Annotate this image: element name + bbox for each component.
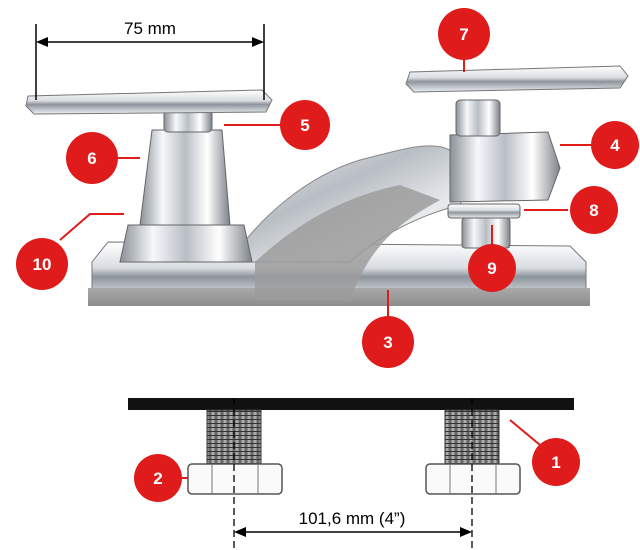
- mounting-diagram: 101,6 mm (4”): [128, 398, 574, 550]
- right-stem-cap: [455, 99, 501, 137]
- callout-8: 8: [570, 186, 618, 234]
- right-mounting-nut-shape: [425, 463, 521, 495]
- callout-10-number: 10: [33, 255, 52, 274]
- callout-7: 7: [438, 8, 490, 60]
- callout-2: 2: [134, 454, 182, 502]
- callout-9-number: 9: [487, 259, 496, 278]
- callout-3-number: 3: [383, 333, 392, 352]
- handle-width-dimension: 75 mm: [35, 19, 265, 100]
- callout-9: 9: [468, 244, 516, 292]
- left-valve-body: [139, 129, 231, 226]
- right-valve-body: [449, 131, 561, 203]
- callout-10: 10: [16, 238, 68, 290]
- callout-4-number: 4: [610, 136, 620, 155]
- pop-up-rod-shape: [447, 203, 521, 219]
- left-mounting-nut-shape: [187, 463, 283, 495]
- callout-5-number: 5: [300, 116, 309, 135]
- pop-up-knob-shape: [461, 217, 511, 249]
- spout-front-shading: [255, 185, 440, 300]
- callout-2-number: 2: [153, 469, 162, 488]
- center-spacing-label: 101,6 mm (4”): [299, 509, 406, 528]
- callout-3: 3: [362, 316, 414, 368]
- left-lever-handle: [25, 89, 273, 115]
- callout-badges: 1 2 3 4 5 6 7 8: [16, 8, 639, 502]
- right-lever-handle: [405, 65, 629, 93]
- faucet-illustration: [25, 65, 629, 306]
- callout-1-number: 1: [551, 453, 560, 472]
- callout-4: 4: [591, 121, 639, 169]
- callout-6-number: 6: [87, 149, 96, 168]
- callout-5: 5: [280, 100, 330, 150]
- handle-width-label: 75 mm: [124, 19, 176, 38]
- callout-1: 1: [532, 438, 580, 486]
- left-valve-skirt: [119, 224, 253, 263]
- countertop-plate: [128, 398, 574, 410]
- callout-8-number: 8: [589, 201, 598, 220]
- callout-7-number: 7: [459, 25, 468, 44]
- callout-6: 6: [66, 132, 118, 184]
